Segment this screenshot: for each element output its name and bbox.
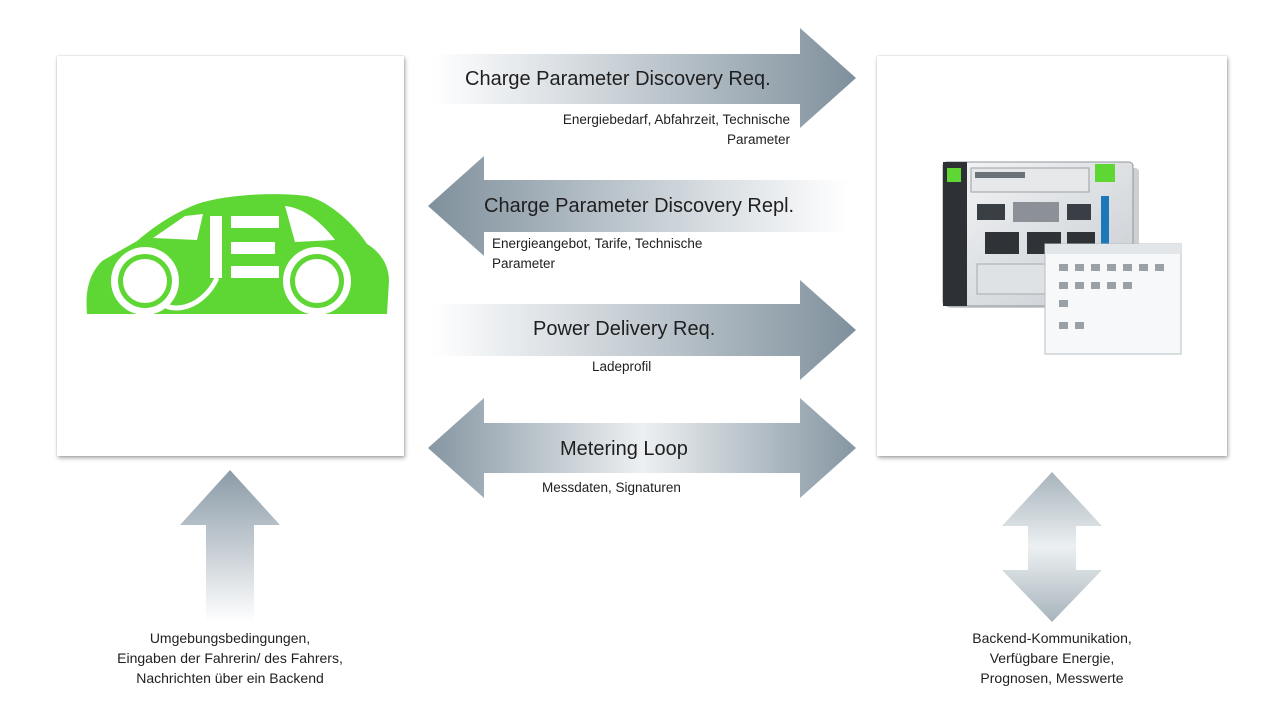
vehicle-inputs-line2: Eingaben der Fahrerin/ des Fahrers, — [117, 650, 343, 666]
charge-repl-detail: Energieangebot, Tarife, Technische Param… — [492, 234, 782, 274]
arrow-power-req — [432, 280, 856, 380]
charging-controller-panel — [877, 56, 1227, 456]
charge-repl-title: Charge Parameter Discovery Repl. — [484, 195, 795, 217]
backend-line1: Backend-Kommunikation, — [972, 630, 1132, 646]
car-window-rear — [153, 214, 203, 240]
arrow-backend — [1002, 472, 1102, 622]
car-window-front — [285, 206, 335, 242]
power-req-title: Power Delivery Req. — [533, 318, 716, 340]
electric-car-icon — [86, 194, 389, 315]
arrow-charge-repl — [428, 156, 848, 256]
vehicle-inputs-line1: Umgebungsbedingungen, — [149, 630, 311, 646]
vehicle-inputs-line3: Nachrichten über ein Backend — [136, 670, 324, 686]
charge-req-title: Charge Parameter Discovery Req. — [465, 68, 771, 90]
power-req-detail: Ladeprofil — [592, 359, 652, 374]
charge-req-detail: Energiebedarf, Abfahrzeit, Technische Pa… — [500, 110, 790, 150]
charge-req-detail-line1: Energiebedarf, Abfahrzeit, Technische — [562, 112, 790, 127]
backend-caption: Backend-Kommunikation, Verfügbare Energi… — [902, 628, 1202, 688]
arrow-charge-req — [432, 28, 856, 128]
backend-line3: Prognosen, Messwerte — [980, 670, 1124, 686]
charging-controller-icon — [942, 161, 1182, 355]
charge-repl-detail-line1: Energieangebot, Tarife, Technische — [492, 236, 703, 251]
metering-detail: Messdaten, Signaturen — [542, 480, 681, 495]
backend-line2: Verfügbare Energie, — [989, 650, 1115, 666]
charge-repl-detail-line2: Parameter — [492, 256, 556, 271]
vehicle-inputs-caption: Umgebungsbedingungen, Eingaben der Fahre… — [80, 628, 380, 688]
metering-title: Metering Loop — [560, 438, 688, 460]
vehicle-panel — [57, 56, 404, 456]
charge-req-detail-line2: Parameter — [726, 132, 790, 147]
arrow-vehicle-inputs — [180, 470, 280, 622]
arrow-metering-loop — [428, 398, 856, 498]
